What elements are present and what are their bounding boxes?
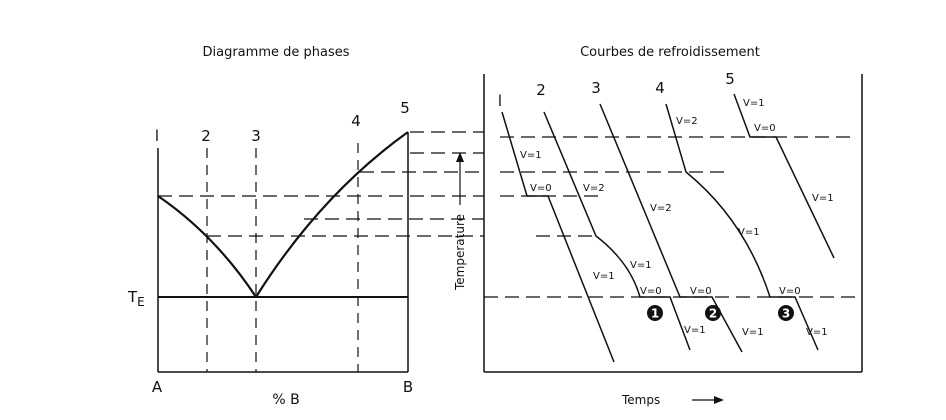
composition-label-4: 4 [351,112,361,130]
variance-c4-liquid: V=2 [676,116,698,127]
cooling-curve-4 [665,103,819,351]
curve-label-1: l [498,92,502,110]
variance-c2-plateau: V=0 [640,286,662,297]
variance-c1-solid: V=1 [593,271,615,282]
variance-c5-solid: V=1 [812,193,834,204]
variance-c5-liquid: V=1 [743,98,765,109]
composition-label-3: 3 [251,127,261,145]
variance-c2-solid: V=1 [684,325,706,336]
component-b-label: B [403,378,413,396]
cooling-curves-title: Courbes de refroidissement [580,45,760,60]
curve-label-2: 2 [536,81,546,99]
variance-c2-mid: V=1 [630,260,652,271]
cooling-curve-2 [543,111,691,351]
svg-text:2: 2 [709,307,717,321]
variance-c2-liquid: V=2 [583,183,605,194]
variance-c4-mid: V=1 [738,227,760,238]
variance-c4-solid: V=1 [806,327,828,338]
cooling-curves-diagram: Courbes de refroidissement Temperature T… [453,45,863,407]
composition-label-2: 2 [201,127,211,145]
curve-label-4: 4 [655,79,665,97]
variance-c1-plateau: V=0 [530,183,552,194]
cooling-curve-5 [733,93,835,259]
variance-c1-liquid: V=1 [520,150,542,161]
cooling-curve-3 [599,103,743,353]
variance-c3-solid: V=1 [742,327,764,338]
phase-diagram-title: Diagramme de phases [203,45,350,60]
liquidus-left [157,195,257,298]
time-axis-label: Temps [621,393,660,407]
marker-2: 2 [705,305,721,321]
variance-c5-plateau: V=0 [754,123,776,134]
projection-lines [158,131,484,237]
marker-1: 1 [647,305,663,321]
svg-text:3: 3 [782,307,790,321]
marker-3: 3 [778,305,794,321]
temperature-arrow-head [456,152,464,162]
x-axis-label-percent-b: % B [272,392,299,408]
svg-text:1: 1 [651,307,659,321]
liquidus-right [255,131,409,298]
time-arrow-head [714,396,724,404]
curve-label-5: 5 [725,70,735,88]
cooling-curve-1 [501,111,615,363]
eutectic-temperature-label: TE [127,288,145,309]
temperature-axis-label: Temperature [453,214,467,291]
curve-label-3: 3 [591,79,601,97]
composition-label-5: 5 [400,99,410,117]
composition-label-1: l [155,127,159,145]
component-a-label: A [152,378,163,396]
variance-c3-plateau: V=0 [690,286,712,297]
variance-c3-liquid: V=2 [650,203,672,214]
variance-c4-plateau: V=0 [779,286,801,297]
phase-diagram: Diagramme de phases l 2 3 4 5 TE A B % B [127,45,413,408]
